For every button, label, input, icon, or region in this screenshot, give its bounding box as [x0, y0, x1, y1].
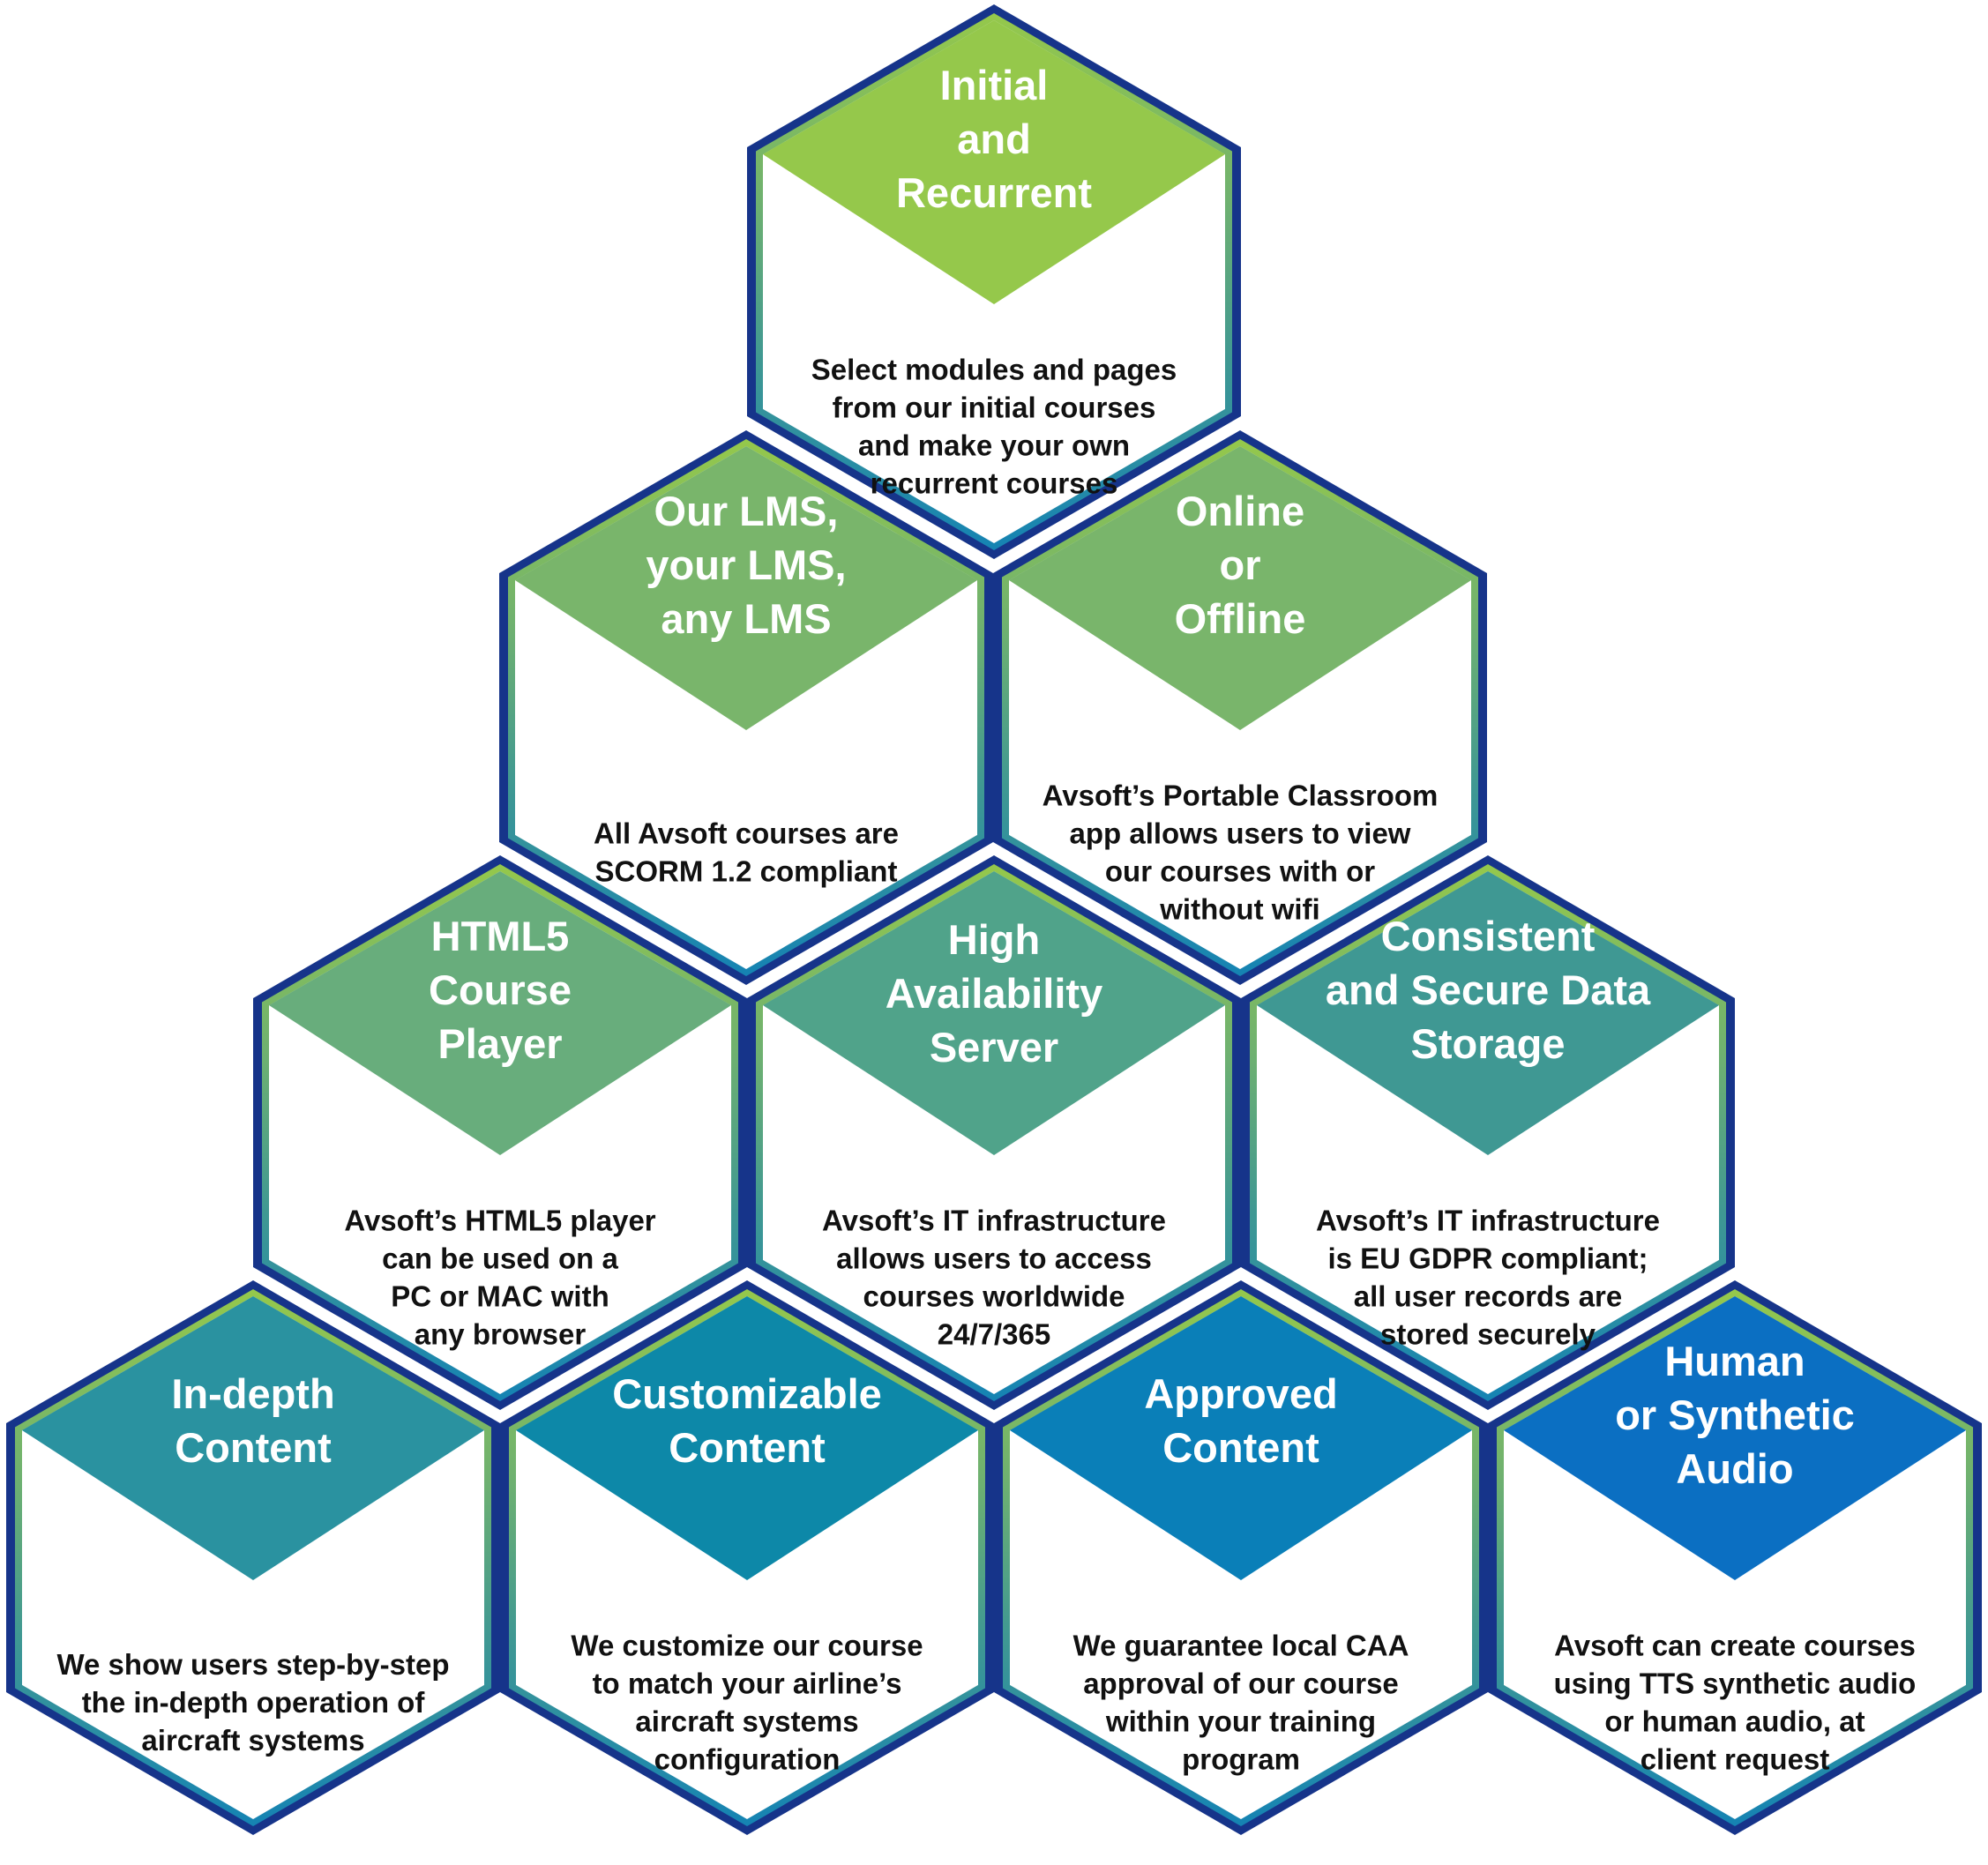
tile-title-line: Offline — [1175, 595, 1306, 642]
tile-description-line: and make your own — [858, 429, 1130, 462]
tile-title-line: or — [1220, 541, 1261, 588]
tile-title-line: Online — [1176, 488, 1304, 534]
tile-description-line: to match your airline’s — [593, 1667, 902, 1700]
tile-description-line: client request — [1640, 1743, 1830, 1776]
title-diamond — [1010, 1296, 1472, 1580]
tile-title-line: Course — [429, 966, 572, 1013]
tile-description-line: Avsoft’s IT infrastructure — [822, 1205, 1166, 1237]
tile-description-line: allows users to access — [836, 1242, 1152, 1275]
title-diamond — [269, 871, 731, 1155]
tile-title-line: and Secure Data — [1326, 966, 1651, 1013]
tile-title-line: Storage — [1411, 1020, 1566, 1067]
tile-title-line: In-depth — [171, 1370, 334, 1417]
title-diamond — [763, 871, 1225, 1155]
tile-title-line: or Synthetic — [1615, 1391, 1855, 1438]
tile-description-line: from our initial courses — [833, 392, 1156, 424]
tile-description-line: Select modules and pages — [811, 354, 1177, 386]
tile-title-line: and — [957, 116, 1031, 162]
tile-description-line: using TTS synthetic audio — [1554, 1667, 1917, 1700]
title-diamond — [1504, 1296, 1966, 1580]
tile-title-line: Player — [437, 1020, 562, 1067]
tile-title-line: Availability — [886, 970, 1102, 1017]
tile-description-line: PC or MAC with — [391, 1280, 609, 1313]
tile-title-line: Content — [1162, 1424, 1319, 1471]
tile-title-line: Recurrent — [896, 169, 1092, 216]
tile-description-line: Avsoft’s IT infrastructure — [1316, 1205, 1660, 1237]
tile-description-line: We guarantee local CAA — [1073, 1630, 1409, 1662]
tile-description-line: recurrent courses — [871, 467, 1118, 500]
tile-description-line: We show users step-by-step — [56, 1648, 449, 1681]
tile-title-line: Audio — [1676, 1445, 1793, 1492]
tile-title-line: Consistent — [1381, 913, 1596, 959]
tile-description-line: aircraft systems — [635, 1705, 858, 1738]
tile-description-line: any browser — [415, 1318, 587, 1351]
tile-description-line: approval of our course — [1083, 1667, 1399, 1700]
tile-description-line: Avsoft’s Portable Classroom — [1043, 780, 1439, 812]
title-diamond — [22, 1296, 484, 1580]
tile-description-line: 24/7/365 — [938, 1318, 1050, 1351]
tile-title-line: any LMS — [661, 595, 831, 642]
tile-description-line: program — [1182, 1743, 1300, 1776]
tile-description-line: all user records are — [1354, 1280, 1623, 1313]
title-diamond — [516, 1296, 978, 1580]
tile-description-line: app allows users to view — [1070, 817, 1411, 850]
hex-tile-our-lms: Our LMS, your LMS, any LMS All Avsoft cours… — [499, 430, 993, 985]
tile-title-line: Content — [669, 1424, 826, 1471]
tile-title-line: Initial — [940, 62, 1049, 108]
tile-title-line: your LMS, — [646, 541, 846, 588]
tile-description-line: We customize our course — [571, 1630, 923, 1662]
tile-title-line: Approved — [1144, 1370, 1337, 1417]
title-diamond — [1257, 871, 1719, 1155]
tile-title-line: Server — [930, 1024, 1058, 1071]
tile-description-line: stored securely — [1380, 1318, 1596, 1351]
tile-description-line: within your training — [1105, 1705, 1376, 1738]
hex-tile-consistent-secure-data-storage: Consistent and Secure DataStorageAvsoft’s… — [1241, 855, 1735, 1410]
tile-title-line: Content — [175, 1424, 332, 1471]
tile-description-line: can be used on a — [382, 1242, 618, 1275]
tile-description-line: is EU GDPR compliant; — [1327, 1242, 1648, 1275]
tile-title-line: Human — [1664, 1338, 1805, 1384]
title-diamond — [515, 446, 977, 730]
tile-description-line: All Avsoft courses are — [594, 817, 899, 850]
tile-description-line: courses worldwide — [863, 1280, 1125, 1313]
tile-title-line: HTML5 — [431, 913, 570, 959]
tile-title-line: High — [948, 916, 1040, 963]
tile-description-line: configuration — [654, 1743, 841, 1776]
tile-description-line: Avsoft can create courses — [1554, 1630, 1916, 1662]
tile-description-line: aircraft systems — [141, 1724, 364, 1757]
tile-description-line: our courses with or — [1105, 855, 1375, 888]
tile-title-line: Customizable — [612, 1370, 882, 1417]
tile-description-line: Avsoft’s HTML5 player — [344, 1205, 655, 1237]
title-diamond — [1009, 446, 1471, 730]
tile-title-line: Our LMS, — [654, 488, 839, 534]
title-diamond — [763, 20, 1225, 304]
tile-description-line: or human audio, at — [1604, 1705, 1865, 1738]
tile-description-line: SCORM 1.2 compliant — [595, 855, 898, 888]
tile-description-line: without wifi — [1159, 893, 1319, 926]
tile-description-line: the in-depth operation of — [82, 1686, 426, 1719]
